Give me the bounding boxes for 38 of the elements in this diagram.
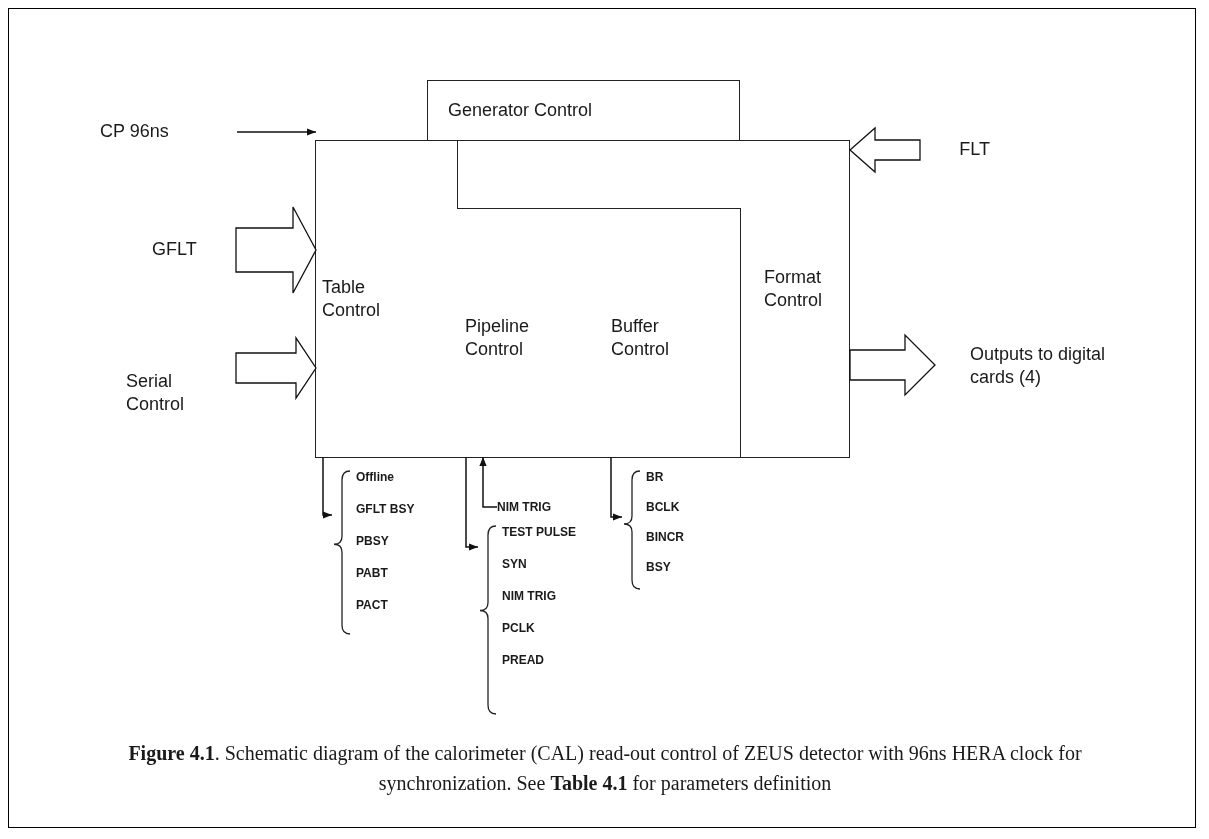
signal-label: PREAD <box>502 653 545 669</box>
signal-label: NIM TRIG <box>497 500 551 514</box>
arrow <box>479 456 498 508</box>
arrow <box>465 456 479 551</box>
block-arrow <box>235 206 317 294</box>
signal-label: PCLK <box>502 621 536 637</box>
signal-label: PACT <box>356 598 389 614</box>
signal-label: Serial Control <box>126 369 186 416</box>
arrow <box>610 456 623 521</box>
block-label: Generator Control <box>448 99 593 123</box>
signal-label: NIM TRIG <box>502 589 557 605</box>
block-arrow <box>849 126 921 174</box>
signal-label: BR <box>646 470 665 486</box>
arrow <box>236 128 317 136</box>
figure-caption: Figure 4.1. Schematic diagram of the calorimeter (CAL) read-out control of ZEUS detector with 96ns HERA clock for synchronization. See Table 4.1 for parameters definition <box>127 741 1083 797</box>
signal-label: GFLT BSY <box>356 502 416 518</box>
signal-label: FLT <box>959 138 990 162</box>
signal-label: BCLK <box>646 500 681 516</box>
signal-label: PBSY <box>356 534 390 550</box>
signal-label: BSY <box>646 560 672 576</box>
signal-label: TEST PULSE <box>502 525 577 541</box>
signal-label: BINCR <box>646 530 685 546</box>
block-label: Pipeline Control <box>465 315 531 362</box>
control-block <box>315 140 850 458</box>
control-block <box>427 80 740 141</box>
signal-label: PABT <box>356 566 389 582</box>
signal-label: CP 96ns <box>100 120 169 144</box>
block-label: Format Control <box>764 265 824 312</box>
signal-label: Offline <box>356 470 395 486</box>
signal-label: GFLT <box>152 238 197 262</box>
arrow <box>322 456 333 519</box>
signal-label: Outputs to digital cards (4) <box>970 342 1107 389</box>
signal-label: SYN <box>502 557 528 573</box>
block-arrow <box>235 335 317 401</box>
block-arrow <box>849 333 936 397</box>
control-block <box>603 208 741 457</box>
block-label: Buffer Control <box>611 315 671 362</box>
block-label: Table Control <box>322 275 382 322</box>
